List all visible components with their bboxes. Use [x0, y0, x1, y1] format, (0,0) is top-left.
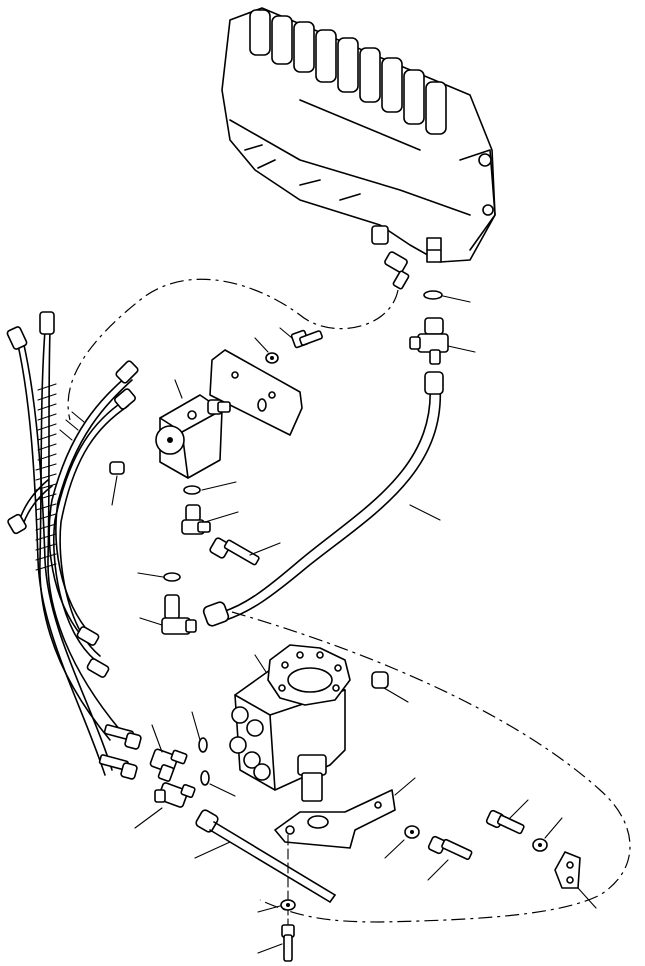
- leader-line: [137, 572, 164, 578]
- routing-line: [231, 611, 631, 923]
- hose-end-fitting: [6, 311, 139, 678]
- leader-line: [174, 379, 183, 399]
- leader-line: [383, 687, 409, 703]
- leader-line: [257, 943, 283, 954]
- elbow-fitting: [149, 748, 188, 782]
- bolt: [281, 924, 295, 962]
- control-valve-port-fitting: [371, 225, 410, 290]
- control-valve: [221, 7, 496, 290]
- routing-line: [67, 278, 399, 421]
- leader-line: [254, 654, 267, 673]
- leader-line: [544, 817, 563, 839]
- leader-line: [279, 327, 293, 339]
- leader-line: [394, 777, 416, 796]
- washer: [280, 899, 296, 911]
- bolt: [209, 537, 260, 566]
- washer: [404, 825, 420, 839]
- bolt: [290, 329, 323, 349]
- leader-line: [204, 511, 239, 523]
- elbow-fitting: [181, 504, 211, 535]
- leader-line: [577, 887, 597, 909]
- relief-valve-block: [155, 394, 231, 479]
- leader-line: [384, 839, 405, 859]
- plug: [371, 671, 389, 689]
- leader-line: [134, 807, 163, 829]
- bolt: [485, 809, 525, 835]
- mounting-bracket: [274, 789, 396, 849]
- o-ring: [163, 572, 181, 582]
- leader-line: [194, 841, 231, 859]
- leader-line: [447, 345, 476, 353]
- hose-bundle: [6, 311, 139, 776]
- o-ring: [198, 737, 208, 753]
- leader-line: [249, 542, 281, 556]
- leader-line: [427, 859, 449, 881]
- leader-line: [209, 783, 236, 797]
- o-ring: [423, 290, 443, 300]
- leader-line: [151, 724, 163, 753]
- tee-fitting: [409, 317, 449, 365]
- leader-line: [139, 617, 163, 626]
- leader-line: [254, 337, 269, 353]
- leader-line: [409, 504, 441, 521]
- hydraulic-hose: [202, 371, 444, 627]
- washer: [532, 838, 548, 852]
- bolt: [427, 835, 473, 861]
- control-valve-spools: [249, 9, 447, 135]
- elbow-fitting: [161, 594, 197, 635]
- o-ring: [183, 485, 201, 495]
- washer: [265, 352, 279, 364]
- mounting-bracket: [209, 349, 303, 436]
- leader-line: [111, 475, 118, 506]
- clamp: [554, 851, 581, 889]
- leader-line: [191, 711, 201, 741]
- leader-line: [201, 481, 237, 491]
- bolt: [103, 724, 142, 750]
- tee-fitting: [154, 782, 196, 808]
- steering-unit: [229, 644, 351, 802]
- plug: [109, 461, 125, 475]
- leader-line: [509, 799, 529, 819]
- o-ring: [200, 770, 210, 786]
- leader-line: [442, 295, 471, 303]
- bolt: [98, 754, 138, 780]
